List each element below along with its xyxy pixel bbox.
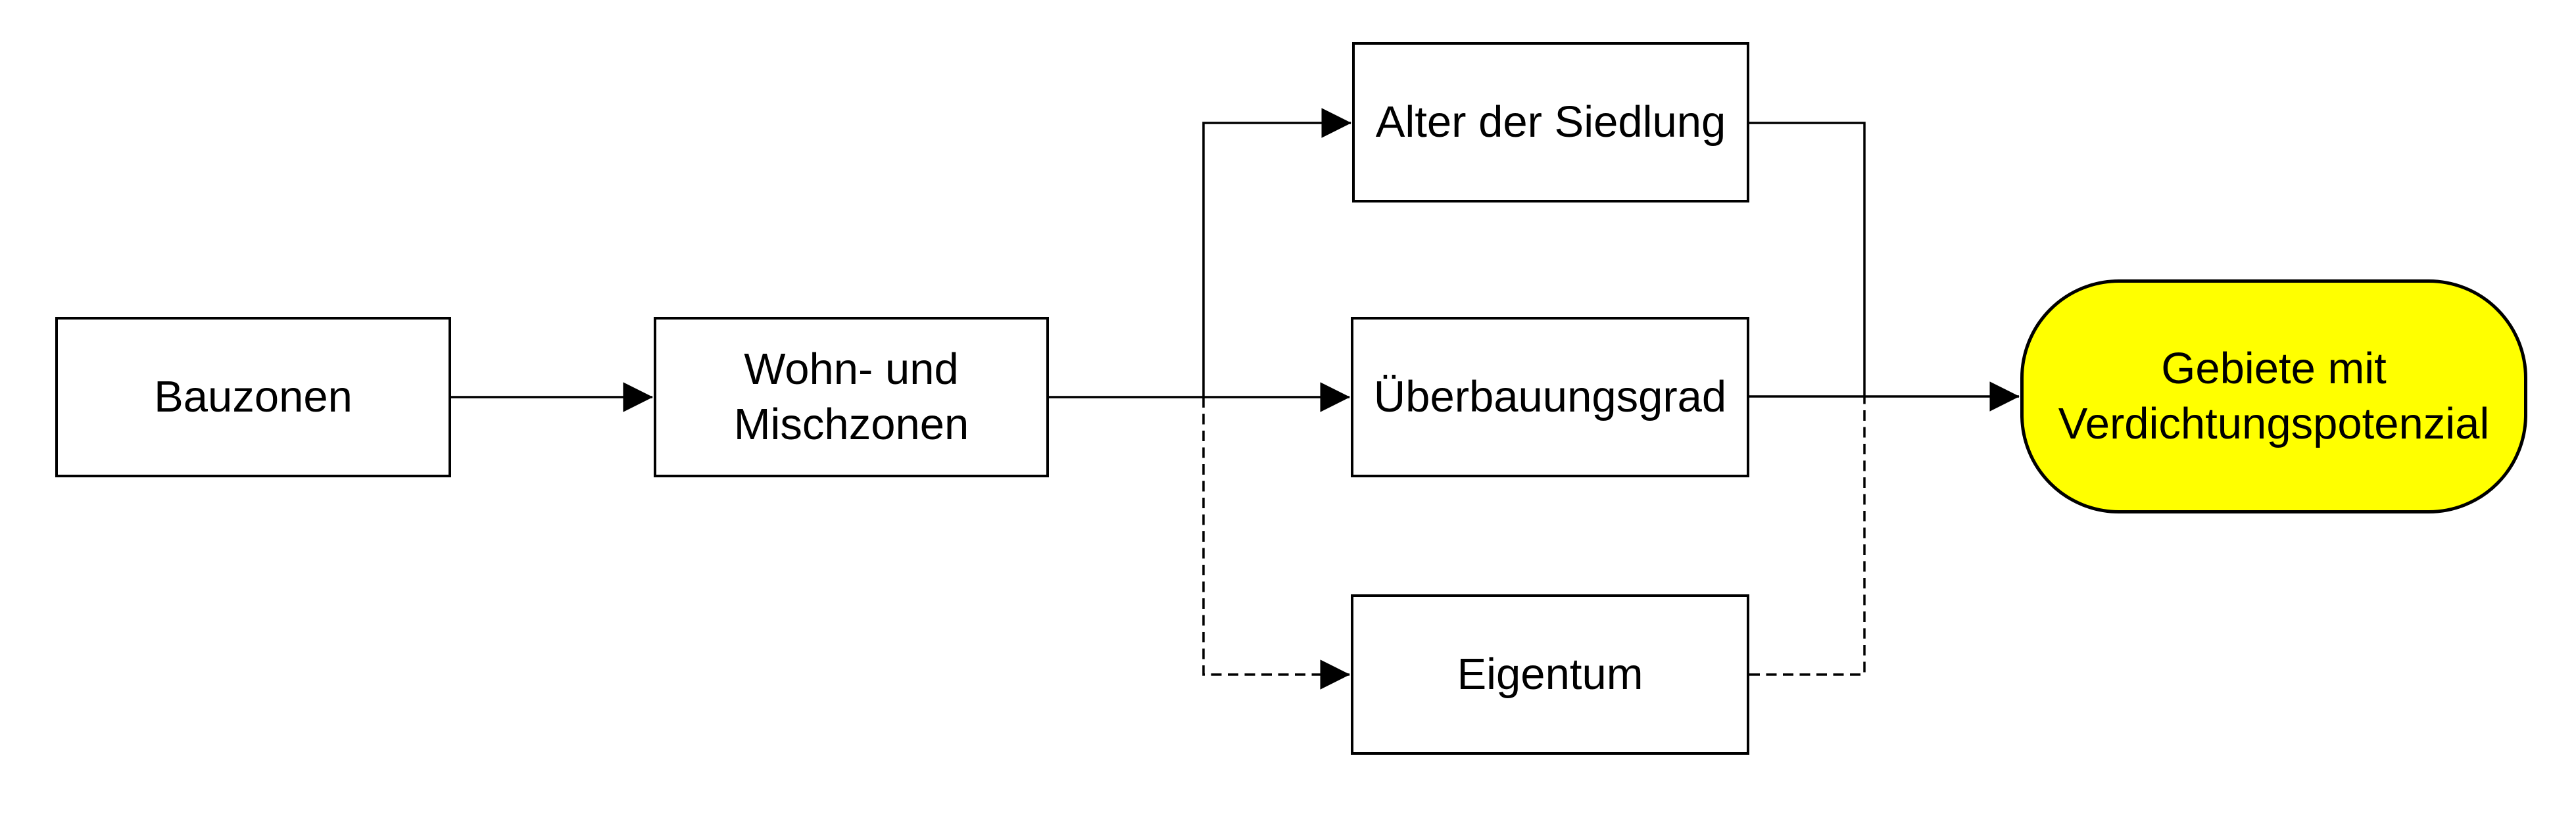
edge-eigentum-to-merge <box>1749 397 1866 676</box>
node-wohn-und-mischzonen: Wohn- und Mischzonen <box>654 317 1049 477</box>
edge-branch-to-eigentum <box>1202 397 1350 690</box>
node-wohn-und-mischzonen-label-line2: Mischzonen <box>733 400 969 449</box>
node-eigentum-label: Eigentum <box>1457 650 1643 699</box>
node-wohn-und-mischzonen-label-line1: Wohn- und <box>744 345 959 394</box>
edge-alter-der-siedlung-to-merge <box>1749 122 1866 396</box>
node-eigentum: Eigentum <box>1351 594 1749 755</box>
node-gebiete-mit-verdichtungspotenzial: Gebiete mit Verdichtungspotenzial <box>2020 279 2527 513</box>
node-ueberbauungsgrad-label: Überbauungsgrad <box>1373 372 1727 421</box>
node-gebiete-label-line1: Gebiete mit <box>2161 344 2387 393</box>
node-bauzonen: Bauzonen <box>55 317 451 477</box>
node-alter-der-siedlung-label: Alter der Siedlung <box>1375 97 1726 147</box>
node-bauzonen-label: Bauzonen <box>154 372 352 421</box>
node-gebiete-label-line2: Verdichtungspotenzial <box>2058 399 2490 448</box>
edge-branch-to-alter-der-siedlung <box>1202 108 1351 397</box>
node-ueberbauungsgrad: Überbauungsgrad <box>1351 317 1749 477</box>
node-alter-der-siedlung: Alter der Siedlung <box>1352 42 1749 202</box>
